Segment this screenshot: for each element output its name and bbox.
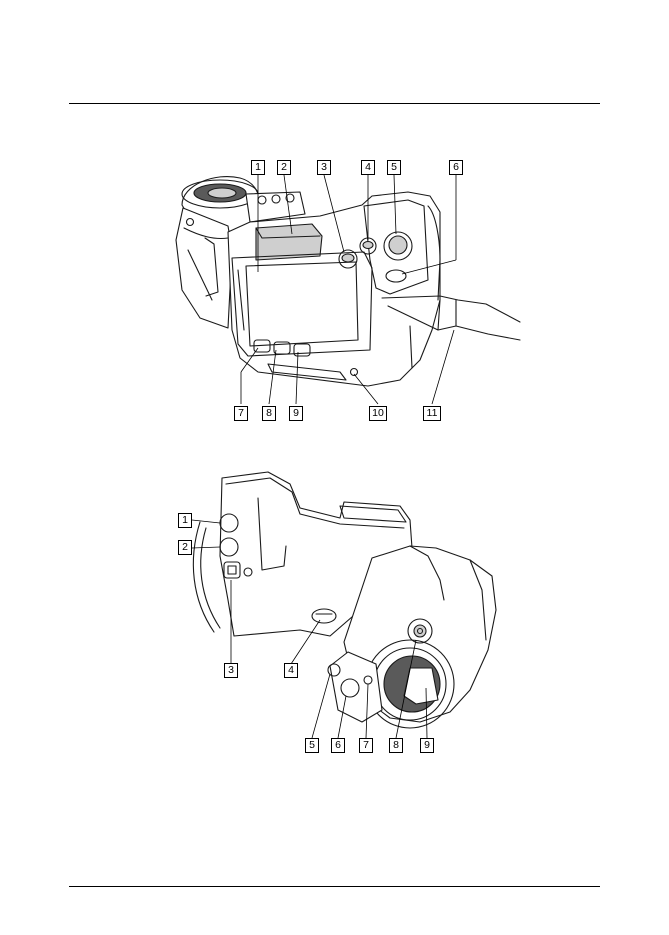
callout-back-7: 7 [359,738,373,753]
camera-back-figure: 1 2 3 4 5 6 7 8 9 [0,460,669,765]
callout-back-4: 4 [284,663,298,678]
callout-front-4: 4 [361,160,375,175]
callout-front-7: 7 [234,406,248,421]
callout-front-1: 1 [251,160,265,175]
callout-front-3: 3 [317,160,331,175]
callout-front-11: 11 [423,406,441,421]
callout-front-5: 5 [387,160,401,175]
camera-front-figure: 1 2 3 4 5 6 7 8 9 10 11 [0,150,669,435]
callout-front-10: 10 [369,406,387,421]
callout-back-3: 3 [224,663,238,678]
callout-front-2: 2 [277,160,291,175]
footer-rule [69,886,600,887]
callout-back-1: 1 [178,513,192,528]
camera-back-illustration [0,460,669,765]
callout-front-6: 6 [449,160,463,175]
callout-front-8: 8 [262,406,276,421]
callout-back-8: 8 [389,738,403,753]
header-rule [69,103,600,104]
callout-back-2: 2 [178,540,192,555]
callout-back-5: 5 [305,738,319,753]
callout-back-9: 9 [420,738,434,753]
callout-back-6: 6 [331,738,345,753]
camera-front-illustration [0,150,669,435]
callout-front-9: 9 [289,406,303,421]
